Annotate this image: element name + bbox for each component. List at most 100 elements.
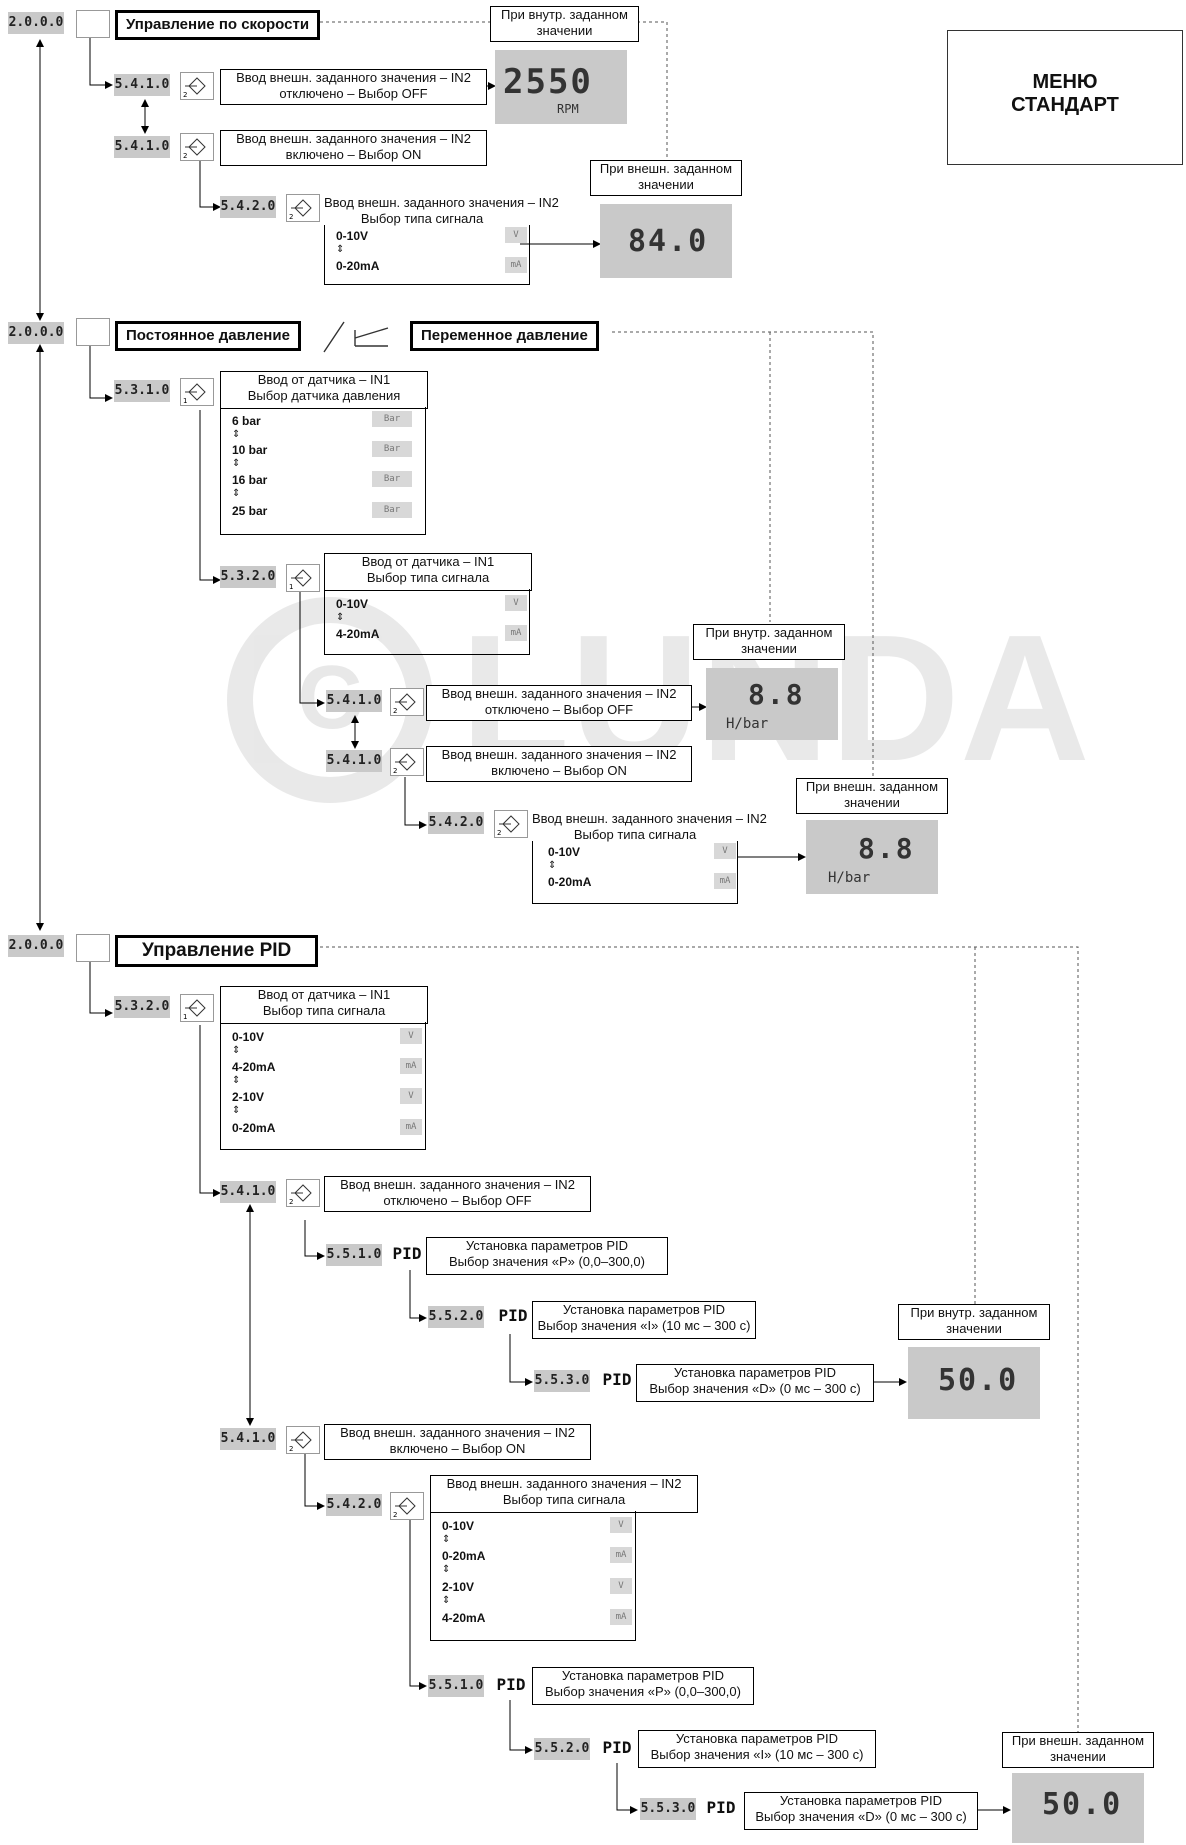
option-10bar[interactable]: 10 bar [232,443,268,457]
display-percent-value: 84.0 [628,224,709,259]
display-rpm-unit: RPM [557,102,579,116]
svg-text:2: 2 [289,213,293,221]
in2-on-line2: включено – Выбор ON [285,147,422,162]
option-0-10v[interactable]: 0-10V [232,1030,265,1044]
in1-type-options-box-3 [220,1022,426,1150]
unit-ma-icon: mA [714,873,736,889]
code-2000-speed[interactable]: 2.0.0.0 [8,12,64,34]
unit-ma-icon: mA [505,625,527,641]
display-pid-value: 50.0 [1042,1787,1123,1822]
option-0-10v[interactable]: 0-10V [442,1519,475,1533]
speed-curve-icon [76,10,110,38]
menu-title-line2: СТАНДАРТ [1011,94,1119,116]
code-5410-pid-on[interactable]: 5.4.1.0 [220,1428,276,1450]
code-5410-in2-on[interactable]: 5.4.1.0 [114,136,170,158]
option-0-10v[interactable]: 0-10V [336,597,369,611]
code-5420-in2-type-2[interactable]: 5.4.2.0 [428,812,484,834]
speed-mode-title[interactable]: Управление по скорости [115,10,321,40]
ext-setpoint-label-1: При внешн. заданном значении [590,160,742,196]
svg-text:2: 2 [393,1511,397,1519]
updown-icon: ⇕ [442,1595,451,1606]
in1-type-header-3: Ввод от датчика – IN1 Выбор типа сигнала [220,986,428,1024]
in1-type-options-box-2 [324,589,530,655]
code-5420-pid-type[interactable]: 5.4.2.0 [326,1494,382,1516]
option-0-10v[interactable]: 0-10V [336,229,369,243]
code-5320-pid-in1[interactable]: 5.3.2.0 [114,996,170,1018]
svg-text:2: 2 [183,91,187,99]
svg-text:2: 2 [497,829,501,837]
input-arrow-icon: 2 [390,1492,424,1520]
code-2000-pressure[interactable]: 2.0.0.0 [8,322,64,344]
option-0-10v[interactable]: 0-10V [548,845,581,859]
option-16bar[interactable]: 16 bar [232,473,268,487]
code-2000-pid[interactable]: 2.0.0.0 [8,935,64,957]
code-5530-d[interactable]: 5.5.3.0 [534,1370,590,1392]
display-hbar-1: 8.8 H/bar [706,668,838,740]
updown-icon: ⇕ [232,458,241,469]
svg-text:2: 2 [393,767,397,775]
option-6bar[interactable]: 6 bar [232,414,261,428]
option-4-20ma[interactable]: 4-20mA [336,627,380,641]
pid-icon: PID [496,1303,530,1331]
code-5520-i[interactable]: 5.5.2.0 [428,1306,484,1328]
updown-icon: ⇕ [336,612,345,623]
svg-text:2: 2 [289,1198,293,1206]
code-5510-p-2[interactable]: 5.5.1.0 [428,1675,484,1697]
updown-icon: ⇕ [336,244,345,255]
const-pressure-title[interactable]: Постоянное давление [115,321,301,351]
option-0-20ma[interactable]: 0-20mA [336,259,380,273]
code-5410-in2-on-2[interactable]: 5.4.1.0 [326,750,382,772]
pid-icon: PID [704,1795,738,1823]
pid-icon: PID [494,1672,528,1700]
code-5310-sensor[interactable]: 5.3.1.0 [114,380,170,402]
code-5530-d-2[interactable]: 5.5.3.0 [640,1798,696,1820]
pid-d-box-2: Установка параметров PID Выбор значения … [744,1792,978,1830]
input-arrow-icon: 2 [180,133,214,161]
unit-ma-icon: mA [400,1058,422,1074]
display-hbar-2: 8.8 H/bar [806,820,938,894]
in2-type-options-box-1 [324,225,530,285]
code-5420-in2-type[interactable]: 5.4.2.0 [220,196,276,218]
input-arrow-icon: 1 [286,564,320,592]
int-setpoint-label-2: При внутр. заданном значении [693,624,845,660]
option-2-10v[interactable]: 2-10V [442,1580,475,1594]
svg-text:1: 1 [289,583,293,591]
option-2-10v[interactable]: 2-10V [232,1090,265,1104]
var-pressure-title[interactable]: Переменное давление [410,321,599,351]
pid-mode-title[interactable]: Управление PID [115,935,319,967]
unit-bar-icon: Bar [372,502,412,518]
unit-v-icon: V [400,1028,422,1044]
display-hbar-value: 8.8 [858,832,915,865]
unit-ma-icon: mA [400,1119,422,1135]
in2-on-box-2: Ввод внешн. заданного значения – IN2 вкл… [426,746,692,782]
code-5520-i-2[interactable]: 5.5.2.0 [534,1738,590,1760]
code-5410-pid-off[interactable]: 5.4.1.0 [220,1181,276,1203]
unit-v-icon: V [505,595,527,611]
option-4-20ma[interactable]: 4-20mA [232,1060,276,1074]
svg-text:1: 1 [183,1013,187,1021]
updown-icon: ⇕ [232,429,241,440]
display-hbar-unit: H/bar [828,870,871,886]
code-5410-in2-off-2[interactable]: 5.4.1.0 [326,690,382,712]
display-rpm-value: 2550 [503,62,593,102]
updown-icon: ⇕ [548,860,557,871]
option-0-20ma[interactable]: 0-20mA [232,1121,276,1135]
display-pid-value: 50.0 [938,1363,1019,1398]
input-arrow-icon: 2 [390,748,424,776]
code-5410-in2-off[interactable]: 5.4.1.0 [114,74,170,96]
in2-type-header-2: Ввод внешн. заданного значения – IN2 Выб… [532,811,767,842]
code-5510-p[interactable]: 5.5.1.0 [326,1244,382,1266]
menu-title-line1: МЕНЮ [1032,71,1098,93]
updown-icon: ⇕ [442,1534,451,1545]
in2-type-options-box-3 [430,1511,636,1641]
pid-p-box-2: Установка параметров PID Выбор значения … [532,1667,754,1705]
option-4-20ma[interactable]: 4-20mA [442,1611,486,1625]
input-arrow-icon: 1 [180,378,214,406]
code-5320-in1-type[interactable]: 5.3.2.0 [220,566,276,588]
option-0-20ma[interactable]: 0-20mA [548,875,592,889]
menu-title-box: МЕНЮ СТАНДАРТ [947,30,1183,165]
option-0-20ma[interactable]: 0-20mA [442,1549,486,1563]
pid-p-box-1: Установка параметров PID Выбор значения … [426,1237,668,1275]
unit-ma-icon: mA [505,257,527,273]
option-25bar[interactable]: 25 bar [232,504,268,518]
